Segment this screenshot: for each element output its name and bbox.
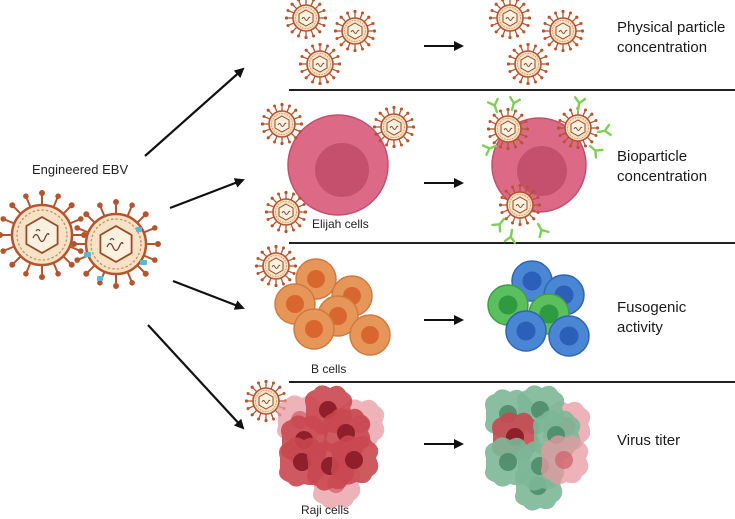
virus-icon [260, 102, 304, 146]
raji-cell-cluster [277, 385, 385, 509]
bound-virus-icon [556, 106, 600, 150]
virus-icon [298, 42, 342, 86]
virus-icon [541, 9, 585, 53]
virus-icon [333, 9, 377, 53]
virus-icon [254, 244, 298, 288]
row-titer [244, 379, 591, 511]
assay-label-line: activity [617, 319, 663, 336]
virus-icon [506, 42, 550, 86]
assay-label-bioparticle: Bioparticle concentration [617, 147, 707, 187]
fan-arrows [144, 67, 245, 430]
virus-icon [264, 190, 308, 234]
row-physical [284, 0, 585, 86]
engineered-ebv-label: Engineered EBV [32, 162, 129, 177]
arrow-to-fusogenic [172, 279, 245, 310]
virus-icon [284, 0, 328, 40]
row-bioparticle [260, 95, 612, 244]
raji-cells-label: Raji cells [301, 503, 350, 517]
assay-label-line: concentration [617, 39, 708, 56]
arrow-to-titer [147, 324, 245, 430]
ebv-engineered-particle-icon [69, 197, 163, 291]
b-cells-label: B cells [311, 362, 347, 376]
row-dividers [289, 89, 735, 383]
row-fusogenic [254, 244, 590, 357]
assay-label-line: Fusogenic [617, 299, 687, 316]
arrow-to-bioparticle [169, 178, 245, 210]
assay-label-physical: Physical particle concentration [617, 18, 725, 58]
infected-raji-cluster [485, 385, 591, 511]
assay-label-fusogenic: Fusogenic activity [617, 298, 686, 338]
ebv-particle-icon [0, 188, 89, 282]
fused-cell-cluster [487, 260, 590, 357]
assay-label-line: Bioparticle [617, 148, 688, 165]
bound-virus-icon [498, 183, 542, 227]
assay-label-line: concentration [617, 168, 708, 185]
elijah-cell-before [287, 114, 389, 216]
bound-virus-icon [486, 107, 530, 151]
assay-label-line: Virus titer [617, 432, 681, 449]
surface-marker-icon [84, 227, 147, 281]
elijah-cells-label: Elijah cells [312, 217, 369, 231]
virus-icon [488, 0, 532, 40]
virus-icon [372, 105, 416, 149]
assay-label-titer: Virus titer [617, 431, 680, 451]
elijah-cell-after [491, 117, 587, 213]
arrow-to-physical [144, 67, 245, 157]
engineered-ebv-group [0, 188, 163, 291]
assay-label-line: Physical particle [617, 19, 726, 36]
